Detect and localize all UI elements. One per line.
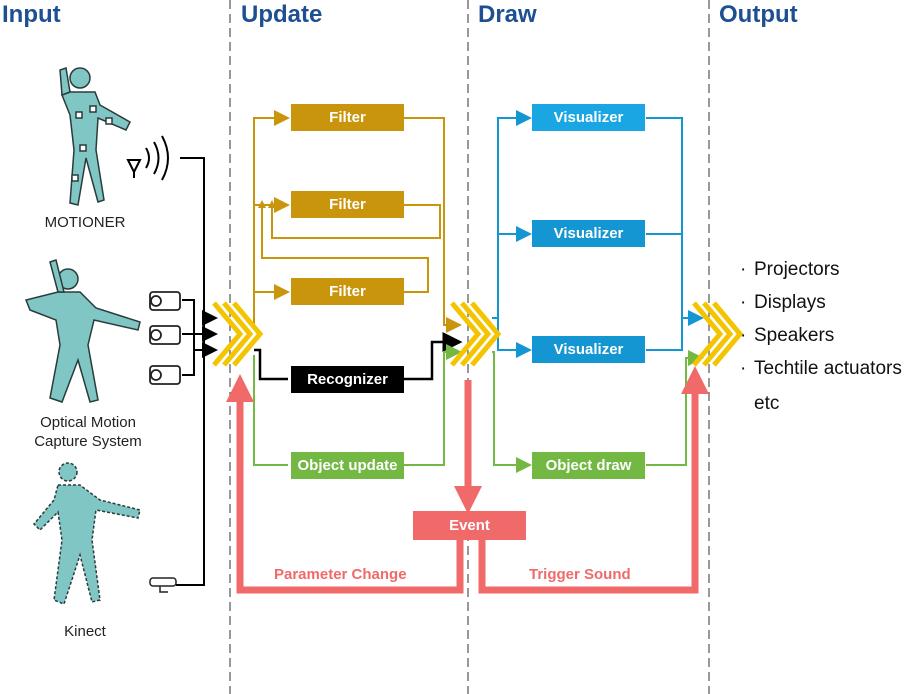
chevron-output-icon — [692, 301, 744, 367]
output-item: ·Displays — [740, 292, 826, 313]
source-label-optical: Optical Motion Capture System — [18, 413, 158, 451]
parameter-change-label: Parameter Change — [274, 566, 407, 583]
filter-connectors — [250, 110, 462, 333]
output-list: ·Projectors ·Displays ·Speakers ·Techtil… — [740, 256, 902, 388]
object-draw-connectors — [492, 350, 704, 473]
visualizer-box-2: Visualizer — [532, 220, 645, 247]
wireless-antenna-icon — [126, 135, 169, 181]
source-label-optical-line2: Capture System — [34, 433, 142, 450]
motioner-figure-icon — [59, 67, 131, 206]
output-item-speakers: Speakers — [754, 325, 835, 346]
object-update-connectors — [253, 344, 462, 466]
filter-box-3: Filter — [291, 278, 404, 305]
visualizer-box-1: Visualizer — [532, 104, 645, 131]
output-item: ·Techtile actuators — [740, 358, 902, 379]
event-box: Event — [413, 511, 526, 540]
source-label-motioner: MOTIONER — [44, 214, 126, 231]
chevron-update-icon — [212, 301, 264, 367]
input-connectors — [176, 157, 218, 586]
object-draw-box: Object draw — [532, 452, 645, 479]
output-item-techtile: Techtile actuators — [754, 358, 902, 379]
column-header-input: Input — [2, 1, 61, 28]
output-item: ·Speakers — [740, 325, 835, 346]
source-label-optical-line1: Optical Motion — [40, 414, 136, 431]
recognizer-box: Recognizer — [291, 366, 404, 393]
output-item: ·Projectors — [740, 259, 840, 280]
column-header-draw: Draw — [478, 1, 537, 28]
output-item-projectors: Projectors — [754, 259, 840, 280]
column-header-update: Update — [241, 1, 323, 28]
camera-icons — [149, 291, 181, 385]
column-header-output: Output — [719, 1, 798, 28]
visualizer-connectors — [492, 110, 704, 358]
filter-box-1: Filter — [291, 104, 404, 131]
object-update-box: Object update — [291, 452, 404, 479]
recognizer-connectors — [254, 332, 463, 381]
trigger-sound-label: Trigger Sound — [529, 566, 631, 583]
kinect-sensor-icon — [149, 577, 177, 593]
source-label-kinect: Kinect — [64, 623, 106, 640]
output-item-displays: Displays — [754, 292, 826, 313]
kinect-figure-icon — [32, 462, 141, 605]
event-flow — [226, 366, 709, 594]
optical-capture-figure-icon — [24, 259, 141, 403]
output-etc: etc — [754, 393, 780, 414]
chevron-draw-icon — [450, 301, 502, 367]
visualizer-box-3: Visualizer — [532, 336, 645, 363]
filter-feedback-arrows — [258, 200, 276, 208]
filter-box-2: Filter — [291, 191, 404, 218]
